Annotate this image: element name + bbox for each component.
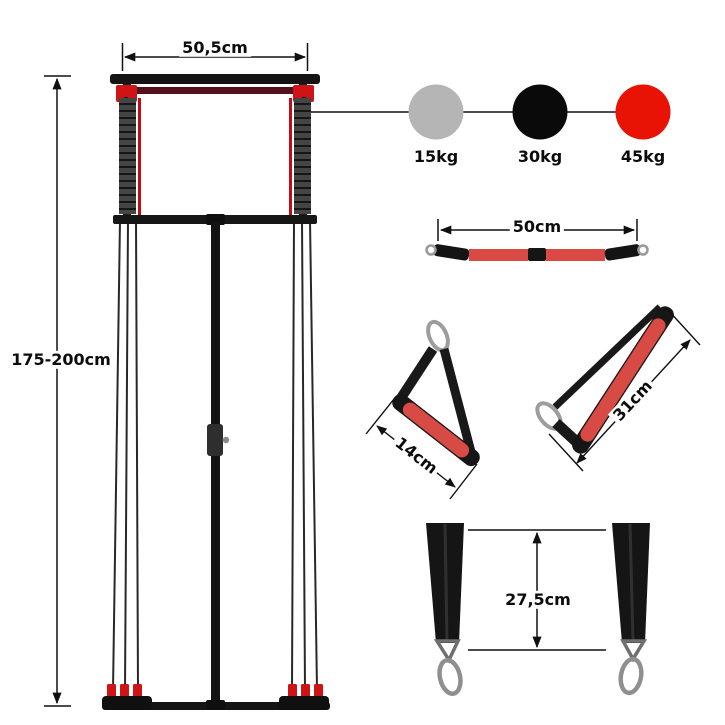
- elastic-band-right: [289, 98, 292, 215]
- pole-adjust-collar: [207, 424, 223, 456]
- frame-top-bar: [110, 74, 320, 84]
- weight-circle-45kg: [615, 84, 671, 140]
- bar-end-left: [433, 244, 470, 261]
- pole-base: [206, 700, 225, 710]
- weight-label-45kg: 45kg: [617, 147, 669, 167]
- frame-width-label: 50,5cm: [179, 38, 251, 58]
- frame-tower: [102, 74, 330, 710]
- anchor-strap-right: [612, 523, 650, 696]
- bar-length-label: 50cm: [509, 217, 565, 237]
- strap-length-label: 27,5cm: [502, 590, 574, 610]
- carabiner: [437, 658, 463, 696]
- bar-ring-right: [637, 244, 649, 256]
- bar-center: [528, 248, 546, 261]
- frame-top-subbar: [133, 87, 297, 94]
- short-bar: [425, 244, 649, 261]
- pole-adjust-knob: [222, 436, 230, 444]
- center-pole: [211, 222, 220, 706]
- bar-grip-left: [469, 249, 528, 261]
- weight-circles: [408, 84, 671, 140]
- strap-ring: [620, 639, 648, 663]
- strap-ring: [433, 639, 461, 664]
- spring-stack-right: [294, 98, 311, 214]
- corner-clamp-left: [116, 85, 137, 102]
- weight-label-30kg: 30kg: [514, 147, 566, 167]
- pole-joint: [206, 214, 225, 225]
- handle-strap: [396, 346, 438, 401]
- weight-circle-15kg: [408, 84, 464, 140]
- dim-frame-height: [44, 75, 71, 707]
- handle-overall-length: [535, 304, 674, 454]
- bar-end-right: [604, 244, 641, 261]
- bar-ring-left: [425, 244, 437, 256]
- foot-left: [102, 684, 152, 710]
- carabiner: [618, 656, 644, 696]
- elastic-band-left: [138, 98, 141, 215]
- handle-strap: [439, 347, 476, 454]
- frame-cables: [112, 219, 318, 691]
- weight-label-15kg: 15kg: [410, 147, 462, 167]
- anchor-strap-left: [426, 523, 464, 696]
- spring-stack-left: [119, 98, 136, 214]
- bar-grip-right: [546, 249, 605, 261]
- dim-strap-length: [468, 529, 606, 651]
- corner-clamp-right: [293, 85, 314, 102]
- weight-circle-30kg: [512, 84, 568, 140]
- foot-right: [279, 684, 329, 710]
- frame-height-label: 175-200cm: [8, 350, 114, 370]
